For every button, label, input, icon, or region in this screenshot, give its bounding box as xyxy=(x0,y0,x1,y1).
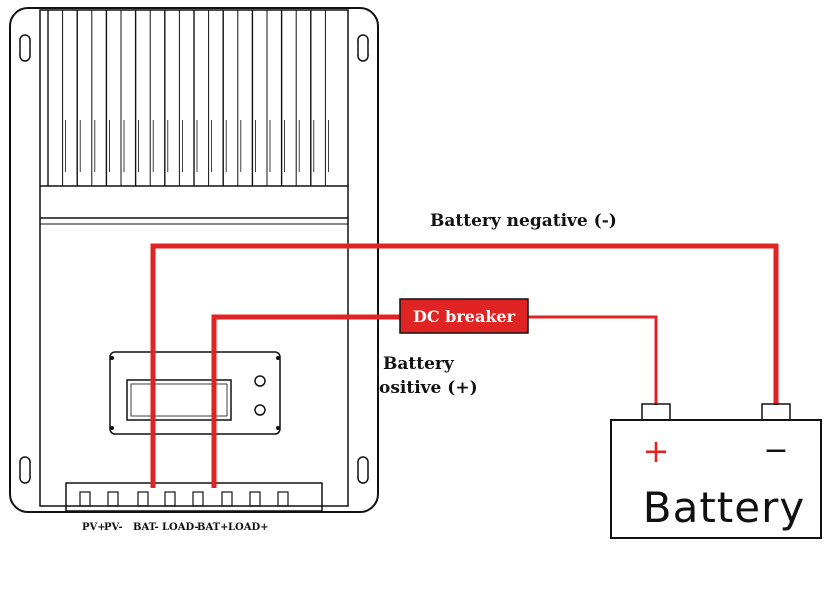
display-button-top xyxy=(254,375,266,387)
terminal-screw xyxy=(164,491,176,507)
mounting-hole-top-right xyxy=(357,34,369,62)
heatsink-fins xyxy=(47,10,329,186)
terminal-screw xyxy=(137,491,149,507)
battery-text: Battery xyxy=(643,483,805,532)
terminal-label: LOAD+ xyxy=(228,522,269,533)
battery-negative-label: Battery negative (-) xyxy=(430,211,617,231)
battery-body xyxy=(610,419,822,539)
terminal-screw xyxy=(277,491,289,507)
battery-positive-wire-battery-side xyxy=(528,315,658,405)
battery-positive-wire-controller-side xyxy=(211,314,400,488)
dc-breaker-label: DC breaker xyxy=(413,307,516,326)
mounting-hole-top-left xyxy=(19,34,31,62)
battery-plus-symbol: + xyxy=(643,432,670,470)
lcd-screen xyxy=(126,379,232,421)
controller-case xyxy=(9,7,379,513)
terminal-label: PV+ xyxy=(82,522,106,533)
terminal-screw xyxy=(192,491,204,507)
dc-breaker: DC breaker xyxy=(399,298,529,334)
terminal-screw xyxy=(107,491,119,507)
display-panel xyxy=(109,351,281,435)
terminal-screw xyxy=(221,491,233,507)
terminal-label: BAT+ xyxy=(197,522,228,533)
wires xyxy=(150,243,779,488)
mounting-hole-bottom-left xyxy=(19,456,31,484)
mounting-hole-bottom-right xyxy=(357,456,369,484)
solar-charge-controller: PV+PV- BAT-LOAD-BAT+LOAD+ xyxy=(9,7,379,533)
battery-negative-post xyxy=(761,403,791,421)
battery: + − Battery xyxy=(610,403,822,539)
terminal-label: BAT- xyxy=(133,522,159,533)
terminal-label: LOAD- xyxy=(162,522,199,533)
terminal-label: PV- xyxy=(104,522,123,533)
terminal-screw xyxy=(79,491,91,507)
terminal-block xyxy=(65,482,323,512)
display-button-bottom xyxy=(254,404,266,416)
battery-positive-label-line2: ositive (+) xyxy=(379,378,478,398)
terminal-slots xyxy=(79,491,289,507)
battery-positive-label-line1: Battery xyxy=(383,354,455,374)
terminal-screw xyxy=(249,491,261,507)
battery-positive-post xyxy=(641,403,671,421)
battery-negative-wire xyxy=(150,243,779,488)
terminal-labels: PV+PV- BAT-LOAD-BAT+LOAD+ xyxy=(82,522,269,533)
battery-minus-symbol: − xyxy=(763,433,788,468)
